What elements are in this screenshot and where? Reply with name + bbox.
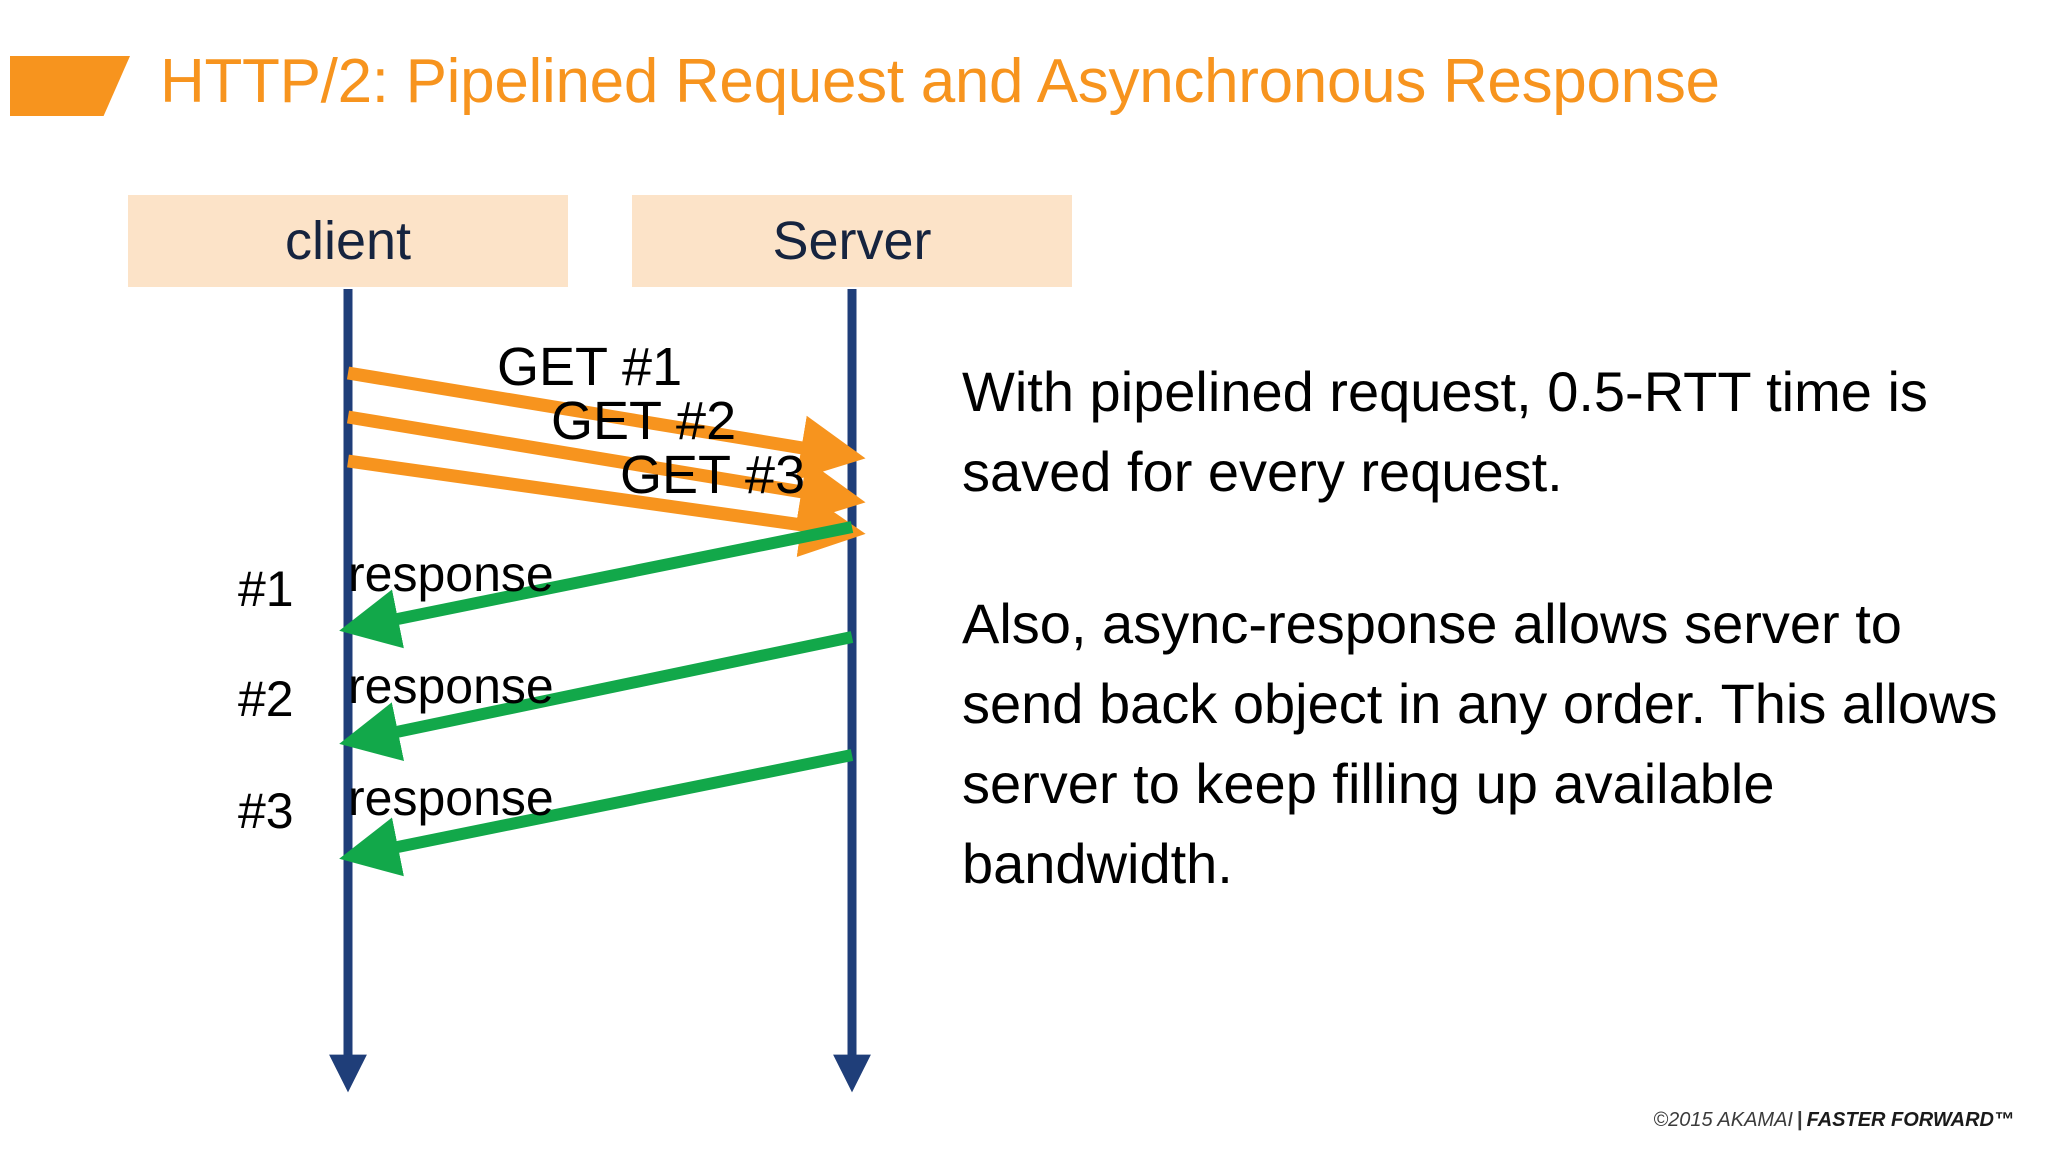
body-copy: With pipelined request, 0.5-RTT time is … [962, 352, 2002, 904]
body-paragraph-1: With pipelined request, 0.5-RTT time is … [962, 360, 1928, 503]
response-number-3: #3 [238, 783, 294, 839]
body-paragraph-2: Also, async-response allows server to se… [962, 592, 1998, 895]
title-accent-parallelogram-icon [10, 56, 130, 116]
actor-box-client: client [128, 195, 568, 287]
footer-separator: | [1796, 1109, 1803, 1131]
actor-label-server: Server [772, 211, 932, 271]
request-label-1: GET #1 [497, 337, 683, 397]
actor-box-server: Server [632, 195, 1072, 287]
response-label-2: response [348, 658, 554, 714]
response-label-3: response [348, 770, 554, 826]
request-label-2: GET #2 [551, 391, 737, 451]
footer-copyright: ©2015 AKAMAI [1653, 1109, 1793, 1131]
page-title: HTTP/2: Pipelined Request and Asynchrono… [160, 47, 1720, 116]
response-label-1: response [348, 546, 554, 602]
request-label-3: GET #3 [620, 445, 806, 505]
response-number-1: #1 [238, 561, 294, 617]
response-number-2: #2 [238, 671, 294, 727]
footer: ©2015 AKAMAI|FASTER FORWARD™ [1653, 1109, 2014, 1132]
footer-tagline: FASTER FORWARD™ [1806, 1109, 2014, 1131]
actor-label-client: client [284, 211, 412, 271]
